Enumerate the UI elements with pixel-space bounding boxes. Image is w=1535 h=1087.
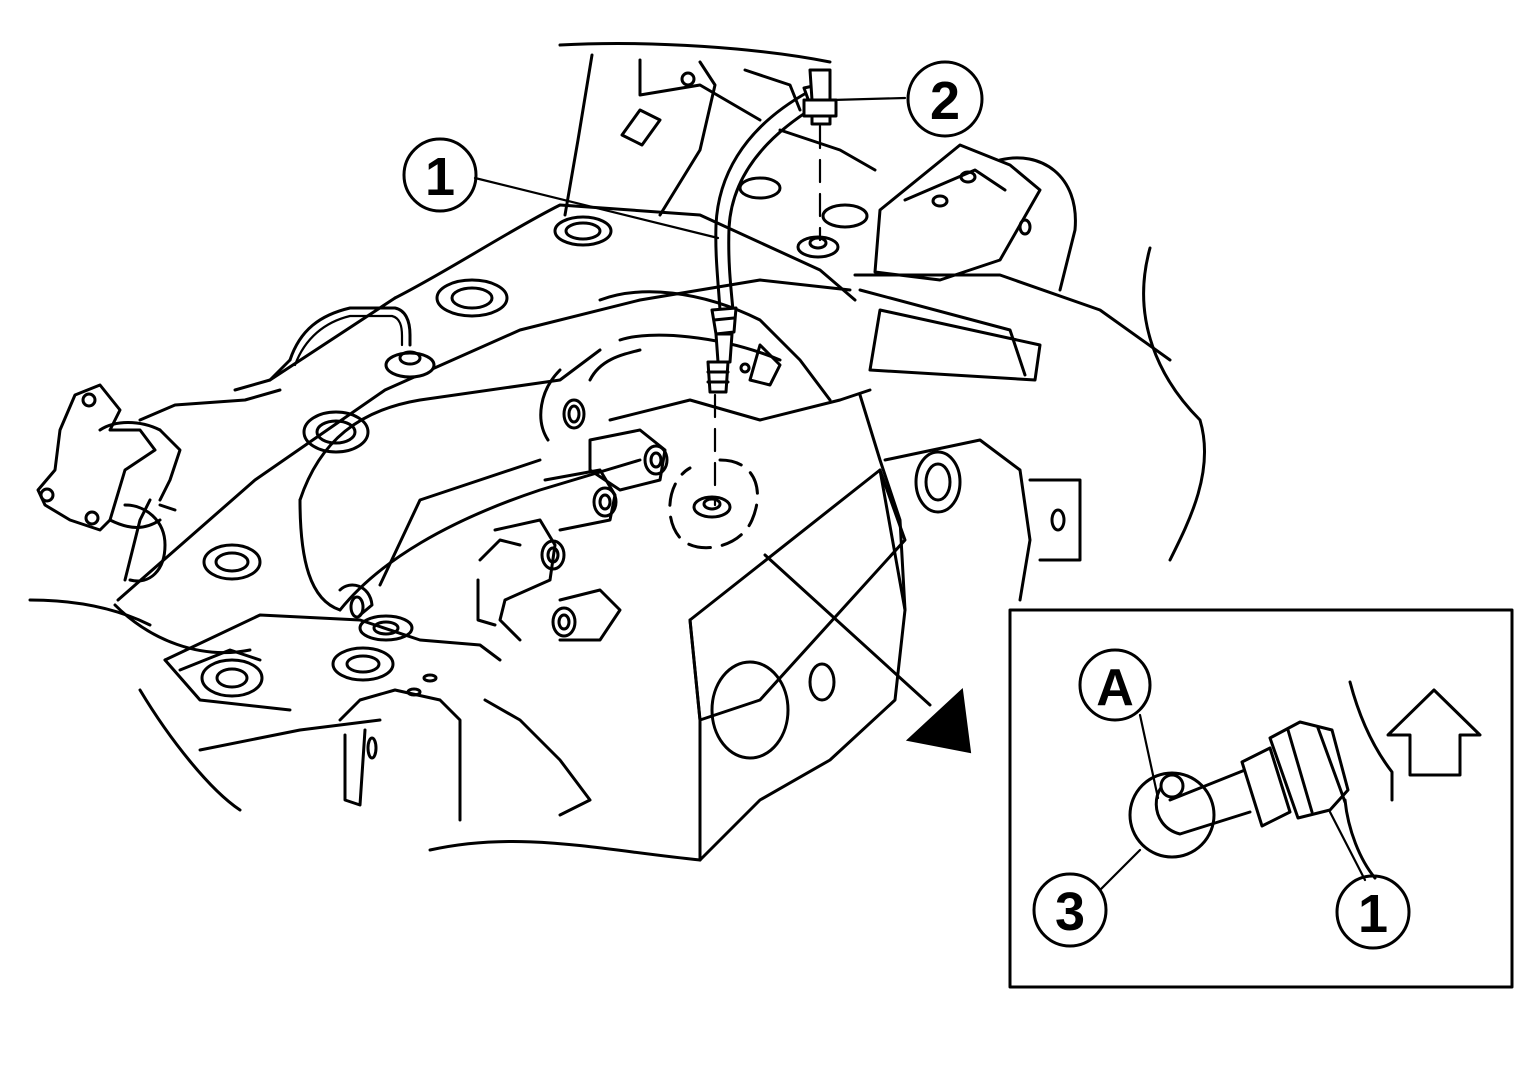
callout-a-label: A bbox=[1096, 659, 1134, 717]
callout-a-detail: A bbox=[1078, 648, 1152, 722]
up-arrow-icon bbox=[1386, 688, 1482, 777]
front-box-section bbox=[428, 468, 907, 862]
connection-point bbox=[668, 458, 759, 550]
lower-arm bbox=[298, 348, 642, 612]
rear-differential-housing bbox=[588, 290, 1082, 612]
callout-1-main: 1 bbox=[402, 137, 478, 213]
left-brake-line bbox=[288, 306, 436, 379]
knuckle-mounts bbox=[338, 428, 669, 642]
callout-1-label: 1 bbox=[425, 147, 455, 207]
installation-guide-lines bbox=[713, 124, 822, 507]
callout-2-main: 2 bbox=[906, 60, 984, 138]
upper-body-panel bbox=[558, 42, 877, 217]
detail-inset-drawing bbox=[1098, 680, 1394, 892]
detail-pointer-arrow bbox=[763, 553, 972, 754]
detail-inset-panel bbox=[1008, 608, 1514, 989]
callout-3-detail: 3 bbox=[1032, 872, 1108, 948]
right-side-rail bbox=[853, 143, 1207, 562]
hose-bracket-mount bbox=[796, 68, 840, 259]
lower-left-bracket bbox=[28, 598, 592, 822]
callout-3-label: 3 bbox=[1055, 882, 1085, 942]
callout-1-detail: 1 bbox=[1335, 874, 1411, 950]
crossmember bbox=[113, 176, 869, 655]
axle-flange bbox=[36, 358, 292, 583]
leader-lines bbox=[473, 96, 907, 240]
callout-2-label: 2 bbox=[930, 71, 960, 131]
callout-1-detail-label: 1 bbox=[1358, 884, 1388, 944]
